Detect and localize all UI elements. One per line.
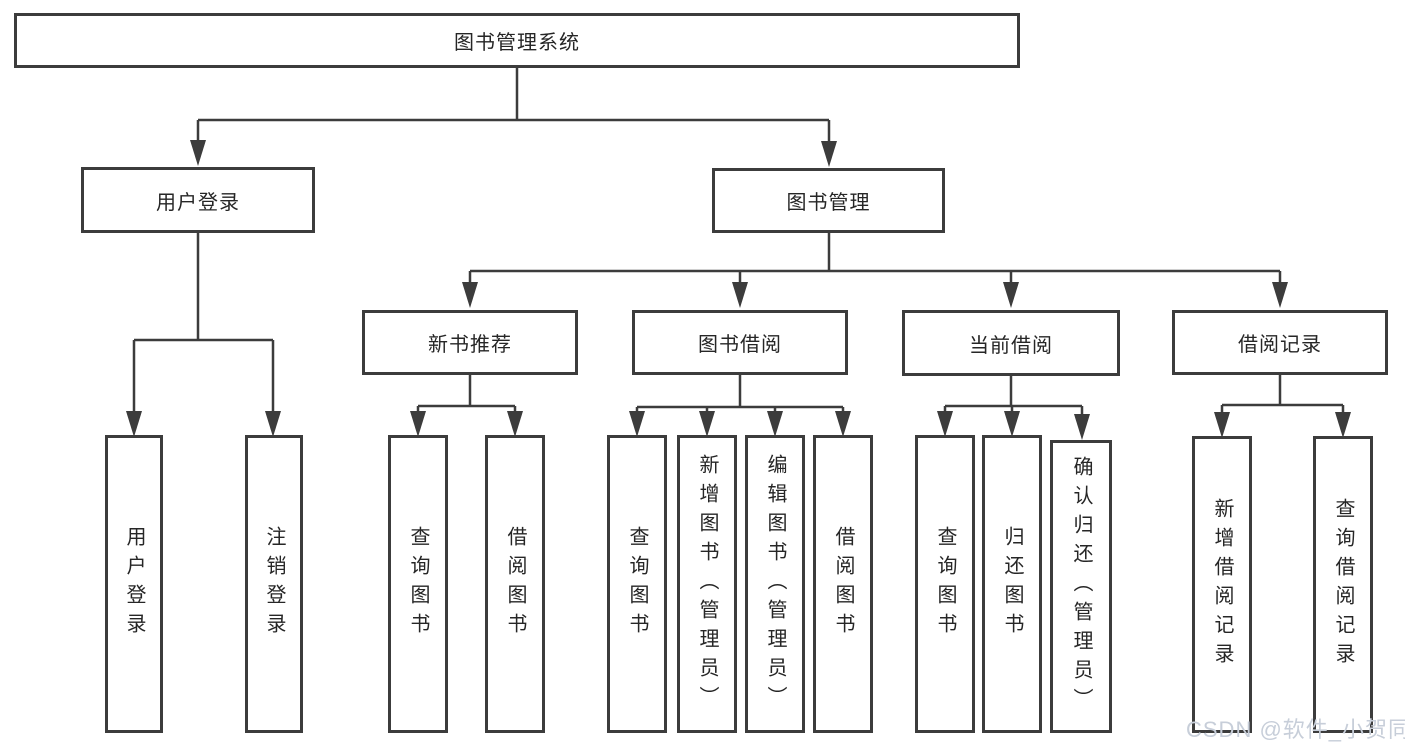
leaf-add-borrow-record: 新增借阅记录: [1192, 436, 1252, 733]
node-book-management: 图书管理: [712, 168, 945, 233]
csdn-watermark: CSDN @软件_小贺同学: [1186, 717, 1405, 742]
leaf-logout: 注销登录: [245, 435, 303, 733]
node-new-book-recommend: 新书推荐: [362, 310, 578, 375]
node-current-borrow: 当前借阅: [902, 310, 1120, 376]
leaf-query-books-recommend: 查询图书: [388, 435, 448, 733]
leaf-query-books-current: 查询图书: [915, 435, 975, 733]
leaf-add-book-admin: 新增图书（管理员）: [677, 435, 737, 733]
leaf-borrow-books-recommend: 借阅图书: [485, 435, 545, 733]
node-root-system: 图书管理系统: [14, 13, 1020, 68]
leaf-user-login: 用户登录: [105, 435, 163, 733]
leaf-query-books-borrow: 查询图书: [607, 435, 667, 733]
leaf-borrow-books-borrow: 借阅图书: [813, 435, 873, 733]
leaf-edit-book-admin: 编辑图书（管理员）: [745, 435, 805, 733]
leaf-return-book: 归还图书: [982, 435, 1042, 733]
node-user-login-module: 用户登录: [81, 167, 315, 233]
leaf-confirm-return-admin: 确认归还（管理员）: [1050, 440, 1112, 733]
leaf-query-borrow-record: 查询借阅记录: [1313, 436, 1373, 733]
node-book-borrow: 图书借阅: [632, 310, 848, 375]
node-borrow-records: 借阅记录: [1172, 310, 1388, 375]
